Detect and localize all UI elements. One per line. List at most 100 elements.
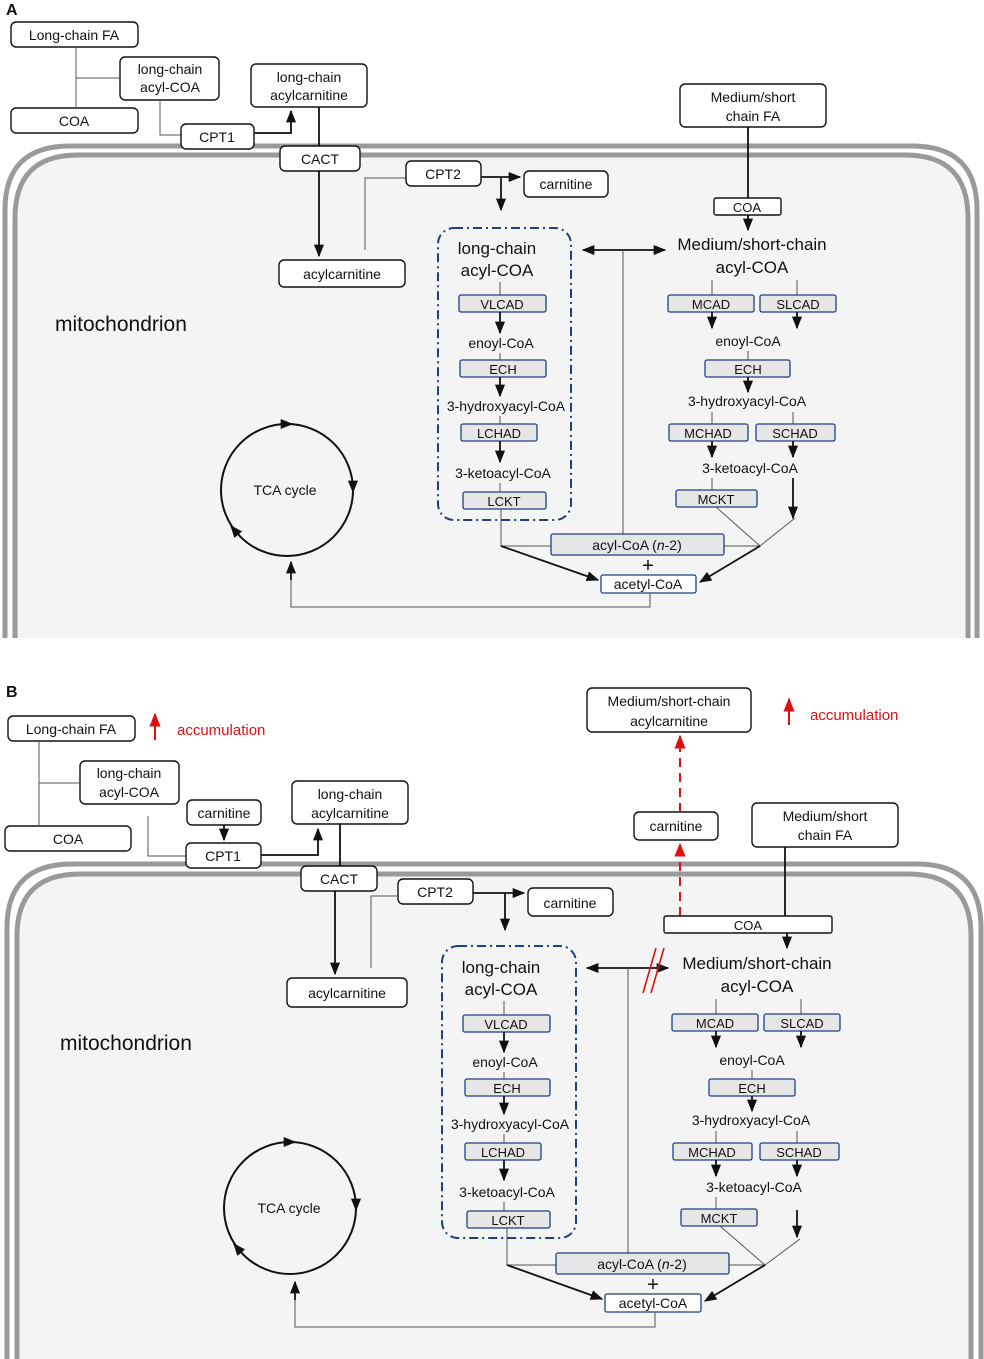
- slcad-box: [759, 294, 837, 313]
- schad-label: SCHAD: [772, 426, 818, 441]
- accumulation-label-left: accumulation: [177, 722, 265, 739]
- ms-connector-3: [711, 412, 794, 424]
- vlcad-box: [462, 1014, 551, 1033]
- cact-box: [300, 865, 378, 892]
- enoyl-lc-label: enoyl-CoA: [468, 335, 534, 351]
- vlcad-box: [458, 294, 547, 313]
- keto-ms-label: 3-ketoacyl-CoA: [702, 460, 798, 476]
- mchad-label: MCHAD: [684, 426, 732, 441]
- coa-inner-label: COA: [733, 200, 762, 215]
- enoyl-ms-label: enoyl-CoA: [719, 1052, 785, 1068]
- plus-sign: +: [647, 1274, 659, 1296]
- mchad-box: [672, 1142, 753, 1161]
- ech-lc-box: [459, 359, 547, 378]
- acylcarnitine-label: acylcarnitine: [308, 985, 386, 1001]
- hydroxy-lc-label: 3-hydroxyacyl-CoA: [447, 398, 566, 414]
- cpt2-box: [397, 878, 474, 905]
- carnitine-out-label: carnitine: [544, 895, 597, 911]
- carnitine-top-label: carnitine: [198, 805, 251, 821]
- fa-coa-connector: [75, 47, 120, 108]
- cact-label: CACT: [320, 871, 359, 887]
- tca-arrow-left: [230, 525, 243, 538]
- schad-box: [759, 1142, 840, 1161]
- hydroxy-ms-label: 3-hydroxyacyl-CoA: [688, 393, 807, 409]
- long-chain-acylcarnitine-label-1: long-chain: [277, 69, 342, 85]
- coa-label: COA: [53, 831, 84, 847]
- mcad-box: [671, 1013, 759, 1032]
- ms-acylcarnitine-label-1: Medium/short-chain: [608, 693, 731, 709]
- cpt2-label: CPT2: [417, 884, 453, 900]
- medium-short-fa-label-2: chain FA: [798, 827, 853, 843]
- acetyl-coa-label: acetyl-CoA: [614, 576, 683, 592]
- acetyl-coa-box: [600, 574, 697, 594]
- hydroxy-lc-label: 3-hydroxyacyl-CoA: [451, 1116, 570, 1132]
- acylcarnitine-box: [286, 977, 408, 1008]
- enoyl-lc-label: enoyl-CoA: [472, 1054, 538, 1070]
- slcad-label: SLCAD: [780, 1016, 823, 1031]
- schad-label: SCHAD: [776, 1145, 822, 1160]
- long-chain-acylcarnitine-box: [291, 780, 409, 825]
- acyl-coa-n2-box: [555, 1252, 730, 1275]
- ech-lc-box: [464, 1078, 551, 1097]
- enoyl-ms-label: enoyl-CoA: [715, 333, 781, 349]
- ms-acylcarnitine-box: [586, 687, 752, 733]
- cpt1-to-acylcarnitine-arrow: [254, 109, 297, 134]
- ms-connector-1: [715, 999, 802, 1014]
- carnitine-mid-label: carnitine: [650, 818, 703, 834]
- ms-connector-1: [711, 280, 798, 295]
- ech-lc-label: ECH: [493, 1081, 520, 1096]
- cpt1-to-acylcarnitine-arrow: [261, 827, 324, 856]
- acyl-coa-to-cpt1: [159, 100, 181, 136]
- cpt2-label: CPT2: [425, 166, 461, 182]
- tca-arrow-left: [233, 1243, 246, 1256]
- mcad-label: MCAD: [696, 1016, 734, 1031]
- long-chain-dashed-box: [441, 945, 577, 1239]
- ech-lc-label: ECH: [489, 362, 516, 377]
- acetyl-to-tca-line: [294, 1285, 656, 1328]
- coa-box: [4, 825, 132, 852]
- carnitine-out-label: carnitine: [540, 176, 593, 192]
- blocked-marker: [642, 947, 665, 994]
- medium-short-fa-box: [751, 802, 899, 848]
- cact-label: CACT: [301, 151, 340, 167]
- long-chain-fa-label: Long-chain FA: [29, 27, 120, 43]
- fa-coa-connector: [38, 741, 80, 826]
- long-chain-fa-box: [10, 21, 139, 48]
- cpt1-label: CPT1: [205, 848, 241, 864]
- cpt2-box: [405, 160, 482, 187]
- ech-ms-label: ECH: [738, 1081, 765, 1096]
- ms-connector-3: [715, 1131, 798, 1143]
- ms-title-2: acyl-COA: [716, 258, 789, 277]
- lchad-box: [460, 423, 538, 442]
- lc-title-2: acyl-COA: [461, 261, 534, 280]
- ms-title-1: Medium/short-chain: [682, 954, 831, 973]
- acylcarnitine-to-cpt2: [364, 177, 406, 250]
- tca-label: TCA cycle: [253, 482, 316, 498]
- long-chain-acylcarnitine-box: [250, 63, 368, 108]
- panel-label: A: [6, 2, 18, 19]
- plus-sign: +: [642, 555, 654, 577]
- long-chain-acyl-coa-label-1: long-chain: [97, 765, 162, 781]
- ms-acylcarnitine-label-2: acylcarnitine: [630, 713, 708, 729]
- lckt-box: [462, 491, 547, 510]
- coa-box: [10, 107, 139, 134]
- lc-title-2: acyl-COA: [465, 980, 538, 999]
- acyl-coa-n2-box: [550, 533, 725, 556]
- medium-short-fa-label-1: Medium/short: [783, 808, 868, 824]
- medium-short-fa-box: [679, 83, 827, 128]
- carnitine-mid-box: [633, 811, 719, 841]
- acyl-coa-to-cpt1: [147, 816, 186, 857]
- schad-box: [755, 423, 836, 442]
- lc-to-acetyl-arrow: [500, 545, 600, 582]
- mchad-box: [668, 423, 749, 442]
- tca-label: TCA cycle: [257, 1200, 320, 1216]
- carnitine-out-box: [527, 887, 614, 917]
- cact-box: [279, 145, 361, 172]
- long-chain-dashed-box: [437, 227, 572, 521]
- long-chain-acyl-coa-label-2: acyl-COA: [140, 79, 201, 95]
- keto-lc-label: 3-ketoacyl-CoA: [455, 465, 551, 481]
- acyl-coa-n2-label: acyl-CoA (n-2): [592, 537, 682, 553]
- accumulation-label-right: accumulation: [810, 707, 898, 724]
- carnitine-out-box: [523, 170, 609, 198]
